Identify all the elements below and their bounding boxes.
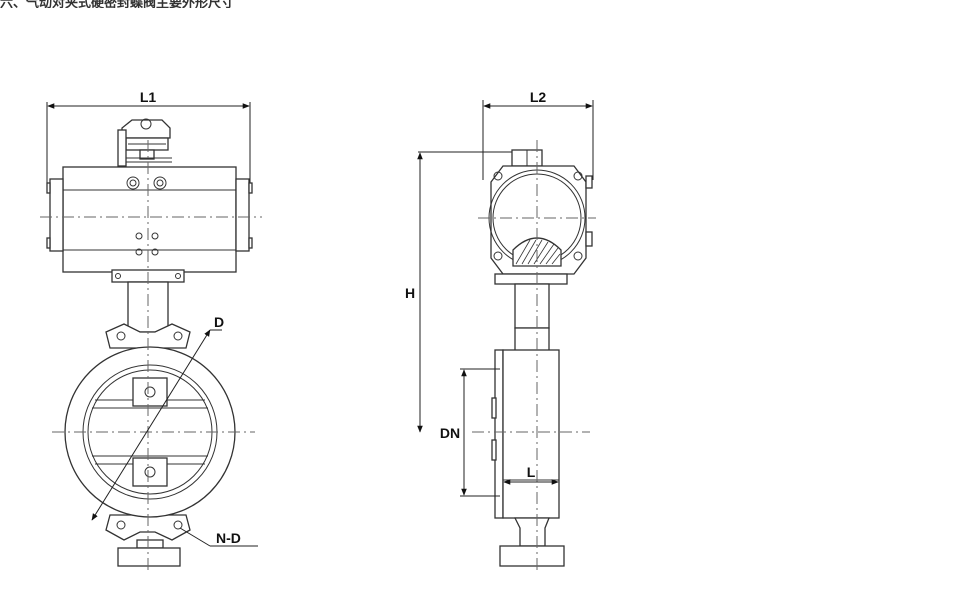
side-actuator [488,149,593,285]
side-body [491,349,560,519]
side-view: L2 H [405,89,596,572]
dim-nd: N-D [179,527,258,547]
label-l1: L1 [140,89,157,105]
bottom-trunnion [117,539,181,567]
front-view: L1 [40,89,262,570]
label-l2: L2 [530,89,547,105]
actuator-body [46,166,253,283]
dim-dn: DN [440,368,500,497]
label-h: H [405,285,415,301]
dim-l1: L1 [46,89,251,185]
dim-d: D [91,314,224,521]
dim-l: L [503,464,559,485]
section-heading: 六、气动对夹式硬密封蝶阀主要外形尺寸 [0,0,235,8]
limit-switch-box [117,118,172,167]
label-d: D [214,314,224,330]
side-bottom [499,517,565,567]
dim-l2: L2 [482,89,594,180]
label-l: L [527,464,536,480]
dim-h: H [405,151,515,433]
label-dn: DN [440,425,460,441]
label-nd: N-D [216,530,241,546]
